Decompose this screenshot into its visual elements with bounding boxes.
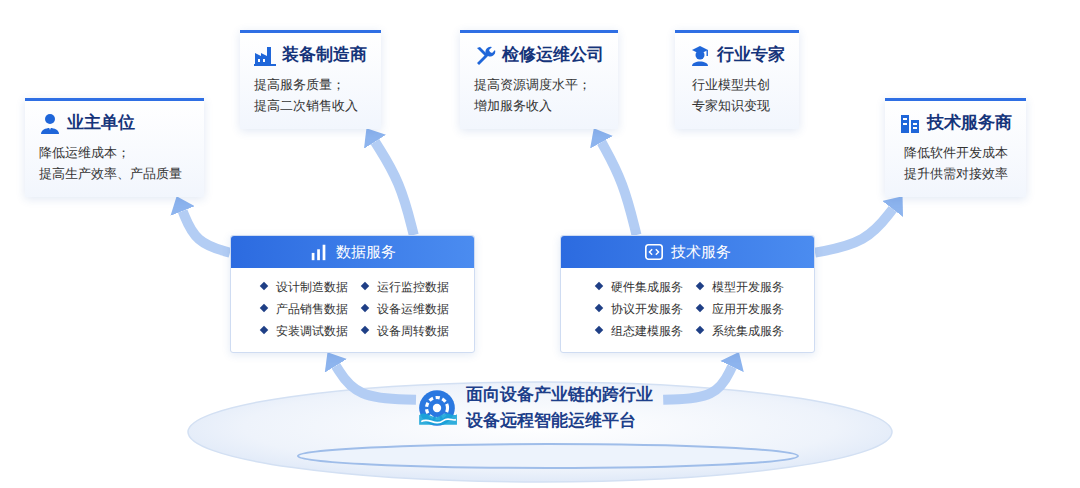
flow-arrow xyxy=(336,366,416,400)
card-title: 业主单位 xyxy=(67,111,135,134)
service-item: 模型开发服务 xyxy=(697,278,784,296)
panel-icon xyxy=(644,242,664,262)
card-heading: 检修运维公司 xyxy=(474,43,604,66)
card-heading: 行业专家 xyxy=(689,43,785,66)
card-description: 降低软件开发成本 提升供需对接效率 xyxy=(899,142,1012,184)
service-item: 运行监控数据 xyxy=(362,278,449,296)
panel-header: 技术服务 xyxy=(561,236,814,268)
platform-title-node: 面向设备产业链的跨行业 设备远程智能运维平台 xyxy=(416,382,663,433)
flow-arrow xyxy=(375,142,414,235)
service-item: 系统集成服务 xyxy=(697,322,784,340)
card-description: 行业模型共创 专家知识变现 xyxy=(689,74,774,116)
platform-ring xyxy=(298,444,798,468)
panel-title: 技术服务 xyxy=(671,243,731,262)
service-panel: 数据服务设计制造数据运行监控数据产品销售数据设备运维数据安装调试数据设备周转数据 xyxy=(230,235,475,353)
card-heading: 业主单位 xyxy=(39,111,190,134)
service-item: 设计制造数据 xyxy=(261,278,348,296)
card-icon xyxy=(254,44,276,66)
service-item: 应用开发服务 xyxy=(697,300,784,318)
card-heading: 技术服务商 xyxy=(899,111,1012,134)
panel-item-grid: 设计制造数据运行监控数据产品销售数据设备运维数据安装调试数据设备周转数据 xyxy=(231,268,474,352)
panel-title: 数据服务 xyxy=(336,243,396,262)
stakeholder-card: 装备制造商提高服务质量； 提高二次销售收入 xyxy=(240,30,381,129)
stakeholder-card: 检修运维公司提高资源调度水平； 增加服务收入 xyxy=(460,30,618,129)
stakeholder-card: 技术服务商降低软件开发成本 提升供需对接效率 xyxy=(885,98,1026,197)
service-item: 组态建模服务 xyxy=(596,322,683,340)
platform-logo xyxy=(416,387,458,429)
service-item: 设备运维数据 xyxy=(362,300,449,318)
service-item: 硬件集成服务 xyxy=(596,278,683,296)
service-item: 设备周转数据 xyxy=(362,322,449,340)
service-item: 协议开发服务 xyxy=(596,300,683,318)
card-heading: 装备制造商 xyxy=(254,43,367,66)
card-description: 提高资源调度水平； 增加服务收入 xyxy=(474,74,599,116)
card-description: 提高服务质量； 提高二次销售收入 xyxy=(254,74,367,116)
card-icon xyxy=(39,112,61,134)
card-description: 降低运维成本； 提高生产效率、产品质量 xyxy=(39,142,190,184)
platform-title: 面向设备产业链的跨行业 设备远程智能运维平台 xyxy=(466,382,663,433)
card-icon xyxy=(899,112,921,134)
service-item: 产品销售数据 xyxy=(261,300,348,318)
service-panel: 技术服务硬件集成服务模型开发服务协议开发服务应用开发服务组态建模服务系统集成服务 xyxy=(560,235,815,353)
panel-icon xyxy=(309,242,329,262)
card-icon xyxy=(474,44,496,66)
flow-arrow xyxy=(663,367,732,400)
stakeholder-card: 行业专家行业模型共创 专家知识变现 xyxy=(675,30,799,129)
service-item: 安装调试数据 xyxy=(261,322,348,340)
card-title: 检修运维公司 xyxy=(502,43,604,66)
card-title: 行业专家 xyxy=(717,43,785,66)
panel-item-grid: 硬件集成服务模型开发服务协议开发服务应用开发服务组态建模服务系统集成服务 xyxy=(561,268,814,352)
flow-arrow xyxy=(183,211,230,253)
card-title: 技术服务商 xyxy=(927,111,1012,134)
card-title: 装备制造商 xyxy=(282,43,367,66)
platform-ellipse xyxy=(188,382,892,482)
flow-arrow xyxy=(815,209,893,253)
card-icon xyxy=(689,44,711,66)
stakeholder-card: 业主单位降低运维成本； 提高生产效率、产品质量 xyxy=(25,98,204,197)
flow-arrow xyxy=(602,142,637,235)
panel-header: 数据服务 xyxy=(231,236,474,268)
